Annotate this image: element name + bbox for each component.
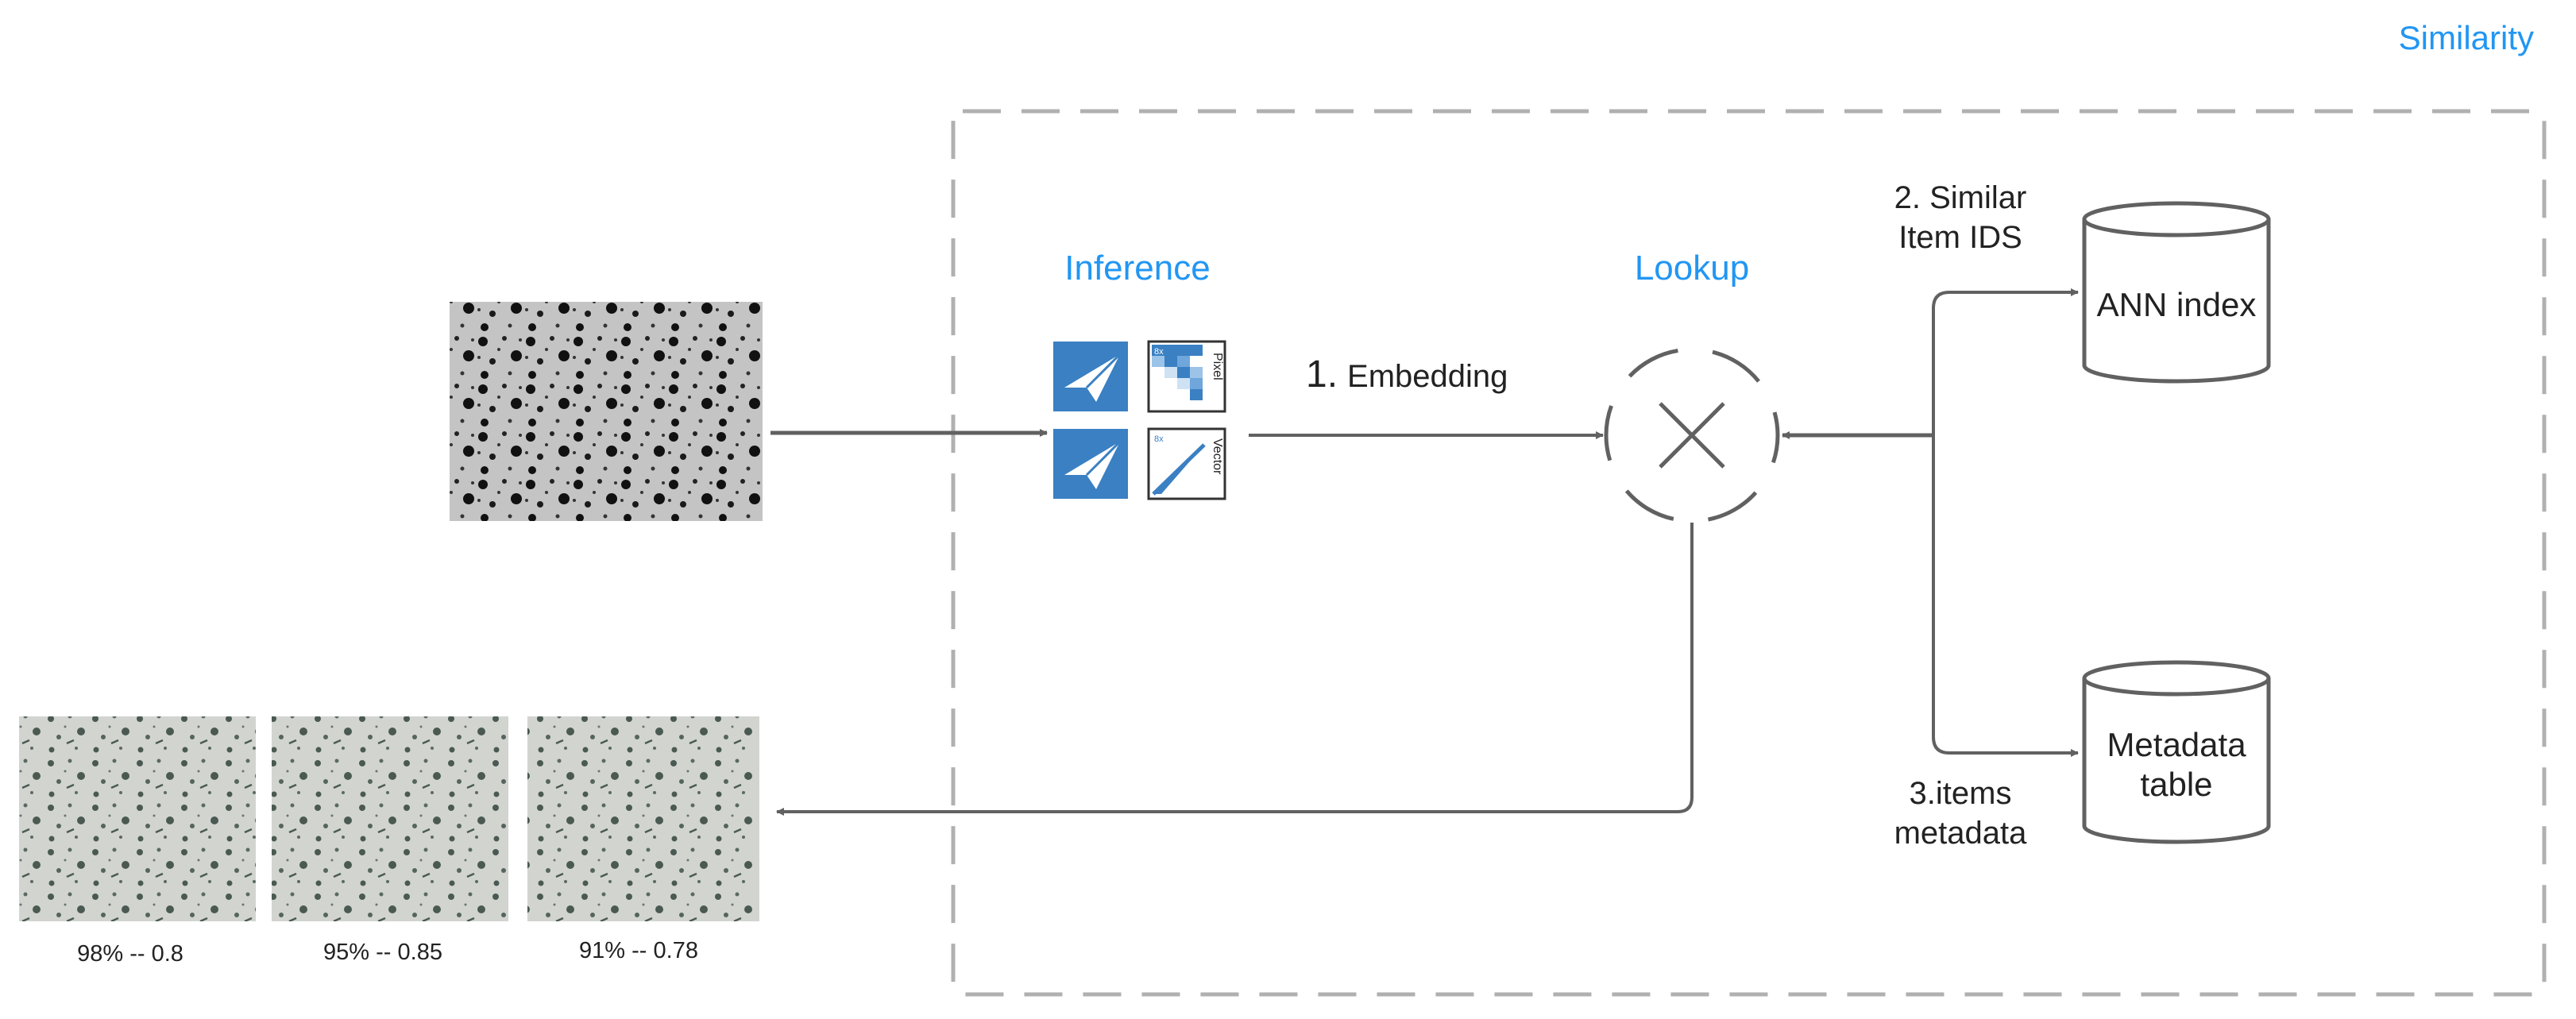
paper-plane-icon [1053,429,1128,499]
step-2-label-line-2: Item IDS [1898,220,2022,255]
metadata-table-label-line-2: table [2140,766,2212,803]
inference-model-icons: 8x Pixel 8x Vector [1053,340,1226,500]
connector-to-ann [1932,288,2079,435]
step-1-text: Embedding [1347,359,1508,394]
vector-label: Vector [1211,438,1224,475]
result-image [19,716,256,921]
metadata-table-label-line-1: Metadata [2107,726,2246,763]
step-1-label: 1. Embedding [1306,353,1508,396]
step-3-label-line-2: metadata [1894,816,2028,851]
database-icon: Metadata table [2082,660,2271,844]
paper-plane-icon [1053,342,1128,411]
results-return-arrow [776,523,1694,816]
diagram-title: Similarity [2399,19,2534,56]
vector-wedge-icon: 8x Vector [1147,427,1226,500]
corner-tag: 8x [1154,347,1164,357]
step-2-label-line-1: 2. Similar [1894,180,2027,215]
ann-index-label: ANN index [2097,286,2257,323]
result-image [527,716,759,921]
result-caption: 91% -- 0.78 [579,938,698,963]
result-caption: 98% -- 0.8 [77,941,183,967]
corner-tag: 8x [1154,434,1164,444]
connector-to-metadata [1932,435,2079,757]
inference-label: Inference [1064,249,1210,288]
similarity-boundary [951,109,2547,997]
step-1-number: 1. [1306,353,1338,396]
step-3-label-line-1: 3.items [1910,776,2012,811]
result-thumbnails [19,716,759,921]
database-icon: ANN index [2082,201,2271,384]
result-image [272,716,508,921]
lookup-cross-icon [1604,347,1780,523]
result-caption: 95% -- 0.85 [323,940,442,965]
pixel-label: Pixel [1211,353,1224,380]
query-image [450,302,763,521]
pixel-grid-icon: 8x Pixel [1147,340,1226,413]
lookup-label: Lookup [1635,249,1749,288]
